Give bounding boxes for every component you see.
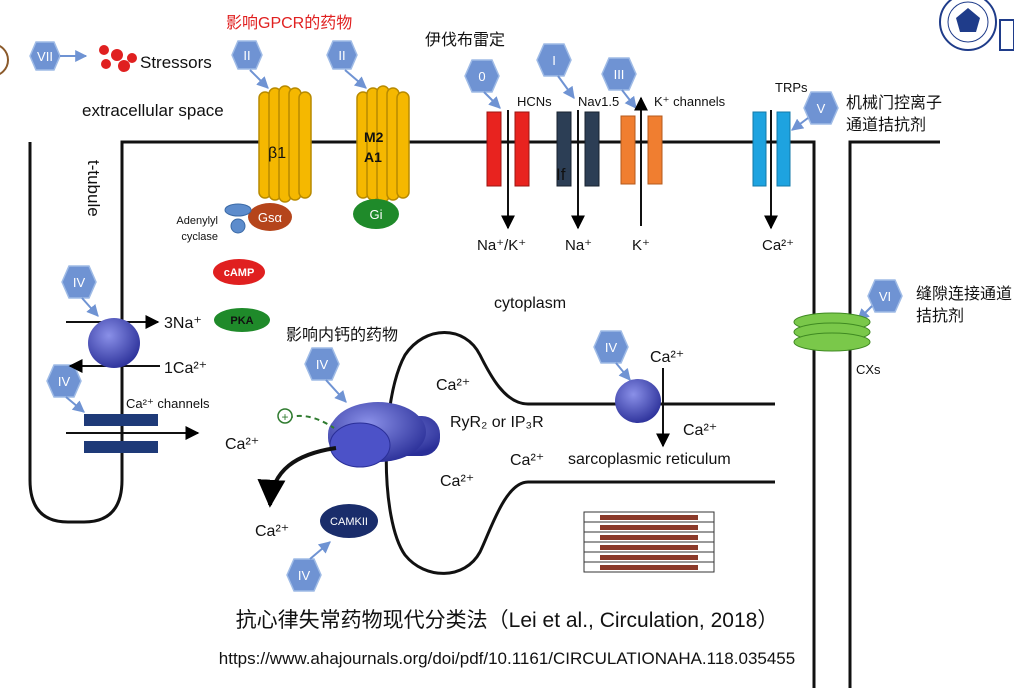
nav-channel xyxy=(556,111,600,187)
badge-iv-ryr: IV xyxy=(304,347,340,381)
a1-label: A1 xyxy=(364,149,382,165)
gap-junction-label-2: 拮抗剂 xyxy=(916,307,964,325)
badge-iv-exchanger: IV xyxy=(61,265,97,299)
badge-iv-camkii: IV xyxy=(286,558,322,592)
svg-text:IV: IV xyxy=(73,275,86,290)
svg-text:IV: IV xyxy=(605,340,618,355)
ca-sr-inside-label: Ca²⁺ xyxy=(436,377,470,394)
hcn-channel xyxy=(486,111,530,187)
svg-text:II: II xyxy=(338,48,345,63)
beta1-receptor xyxy=(258,85,312,203)
mech-label-2: 通道拮抗剂 xyxy=(846,116,926,134)
pka-blob xyxy=(214,308,270,332)
connexin-channels xyxy=(793,312,871,352)
if-label: If xyxy=(556,165,566,184)
cell-membrane xyxy=(28,140,940,688)
svg-text:IV: IV xyxy=(298,568,311,583)
badge-iv-serca: IV xyxy=(593,330,629,364)
badge-v-trp: V xyxy=(803,91,839,125)
partial-circle-icon xyxy=(0,45,9,75)
badge-iii-k: III xyxy=(601,57,637,91)
gi-label: Gi xyxy=(370,207,383,222)
three-na-label: 3Na⁺ xyxy=(164,315,202,332)
svg-text:0: 0 xyxy=(478,69,485,84)
t-tubule-label: t-tubule xyxy=(84,160,103,217)
badge-ii-beta1: II xyxy=(231,40,263,70)
cyclase-label: cyclase xyxy=(181,231,218,243)
intracellular-ca-drugs-label: 影响内钙的药物 xyxy=(286,326,398,344)
svg-text:III: III xyxy=(614,67,625,82)
sarcoplasmic-reticulum xyxy=(384,331,775,575)
camp-label: cAMP xyxy=(224,267,255,279)
camkii-label: CAMKII xyxy=(330,516,368,528)
trps-label: TRPs xyxy=(775,80,808,95)
stressor-dots-icon xyxy=(99,45,137,72)
myofilament-icon xyxy=(583,511,715,573)
k-channel xyxy=(620,115,663,185)
svg-text:V: V xyxy=(817,101,826,116)
gpcr-drugs-title: 影响GPCR的药物 xyxy=(226,14,352,32)
svg-text:VI: VI xyxy=(879,289,891,304)
sr-label: sarcoplasmic reticulum xyxy=(568,451,731,468)
na-k-label: Na⁺/K⁺ xyxy=(477,237,526,254)
k-channels-label: K⁺ channels xyxy=(654,94,726,109)
svg-text:I: I xyxy=(552,53,556,68)
trp-channel xyxy=(752,111,791,187)
ca-channels-label: Ca²⁺ channels xyxy=(126,396,210,411)
gsa-label: Gsα xyxy=(258,210,283,225)
adenylyl-label: Adenylyl xyxy=(176,215,218,227)
mech-label-1: 机械门控离子 xyxy=(846,94,942,112)
badge-vi-cx: VI xyxy=(867,279,903,313)
cxs-label: CXs xyxy=(856,362,881,377)
ivabradine-label: 伊伐布雷定 xyxy=(425,31,505,49)
gi-protein xyxy=(353,199,399,229)
figure-caption: 抗心律失常药物现代分类法（Lei et al., Circulation, 20… xyxy=(235,609,779,632)
pka-label: PKA xyxy=(230,315,253,327)
plus-icon xyxy=(277,408,293,424)
ca-left-label: Ca²⁺ xyxy=(225,436,259,453)
one-ca-label: 1Ca²⁺ xyxy=(164,360,207,377)
svg-text:+: + xyxy=(281,410,288,424)
na-label: Na⁺ xyxy=(565,237,592,254)
extracellular-label: extracellular space xyxy=(82,101,224,120)
gsa-protein xyxy=(248,203,292,231)
badge-0-hcn: 0 xyxy=(464,59,500,93)
ryr-complex xyxy=(328,402,440,468)
na-ca-exchanger xyxy=(88,318,140,368)
university-logo xyxy=(939,0,1014,51)
m2-label: M2 xyxy=(364,129,384,145)
m2-a1-receptor xyxy=(356,85,410,203)
ca-lower-label: Ca²⁺ xyxy=(440,473,474,490)
camkii-blob xyxy=(320,504,378,538)
nav-label: Nav1.5 xyxy=(578,94,619,109)
hcns-label: HCNs xyxy=(517,94,552,109)
cytoplasm-label: cytoplasm xyxy=(494,295,566,312)
badge-iv-ca-channel: IV xyxy=(46,364,82,398)
ca-trp-label: Ca²⁺ xyxy=(762,237,794,254)
gap-junction-label-1: 缝隙连接通道 xyxy=(916,285,1012,303)
source-url[interactable]: https://www.ahajournals.org/doi/pdf/10.1… xyxy=(218,649,796,668)
camp-blob xyxy=(213,259,265,285)
serca-pump xyxy=(615,379,661,423)
ryr-label: RyR₂ or IP₃R xyxy=(450,414,544,431)
ca-mid-label: Ca²⁺ xyxy=(510,452,544,469)
svg-text:II: II xyxy=(243,48,250,63)
adenylyl-cyclase-icon xyxy=(224,203,252,234)
badge-vii: VII xyxy=(29,41,61,71)
badge-vii-label: VII xyxy=(37,49,53,64)
badge-i-nav: I xyxy=(536,43,572,77)
svg-text:IV: IV xyxy=(58,374,71,389)
k-label: K⁺ xyxy=(632,237,650,254)
badge-ii-m2a1: II xyxy=(326,40,358,70)
svg-text:IV: IV xyxy=(316,357,329,372)
stressors-label: Stressors xyxy=(140,53,212,72)
ca-bottom-label: Ca²⁺ xyxy=(255,523,289,540)
ca-pump-bot-label: Ca²⁺ xyxy=(683,422,717,439)
ca-pump-top-label: Ca²⁺ xyxy=(650,349,684,366)
l-type-ca-channel xyxy=(84,414,158,453)
beta1-label: β1 xyxy=(268,145,286,162)
